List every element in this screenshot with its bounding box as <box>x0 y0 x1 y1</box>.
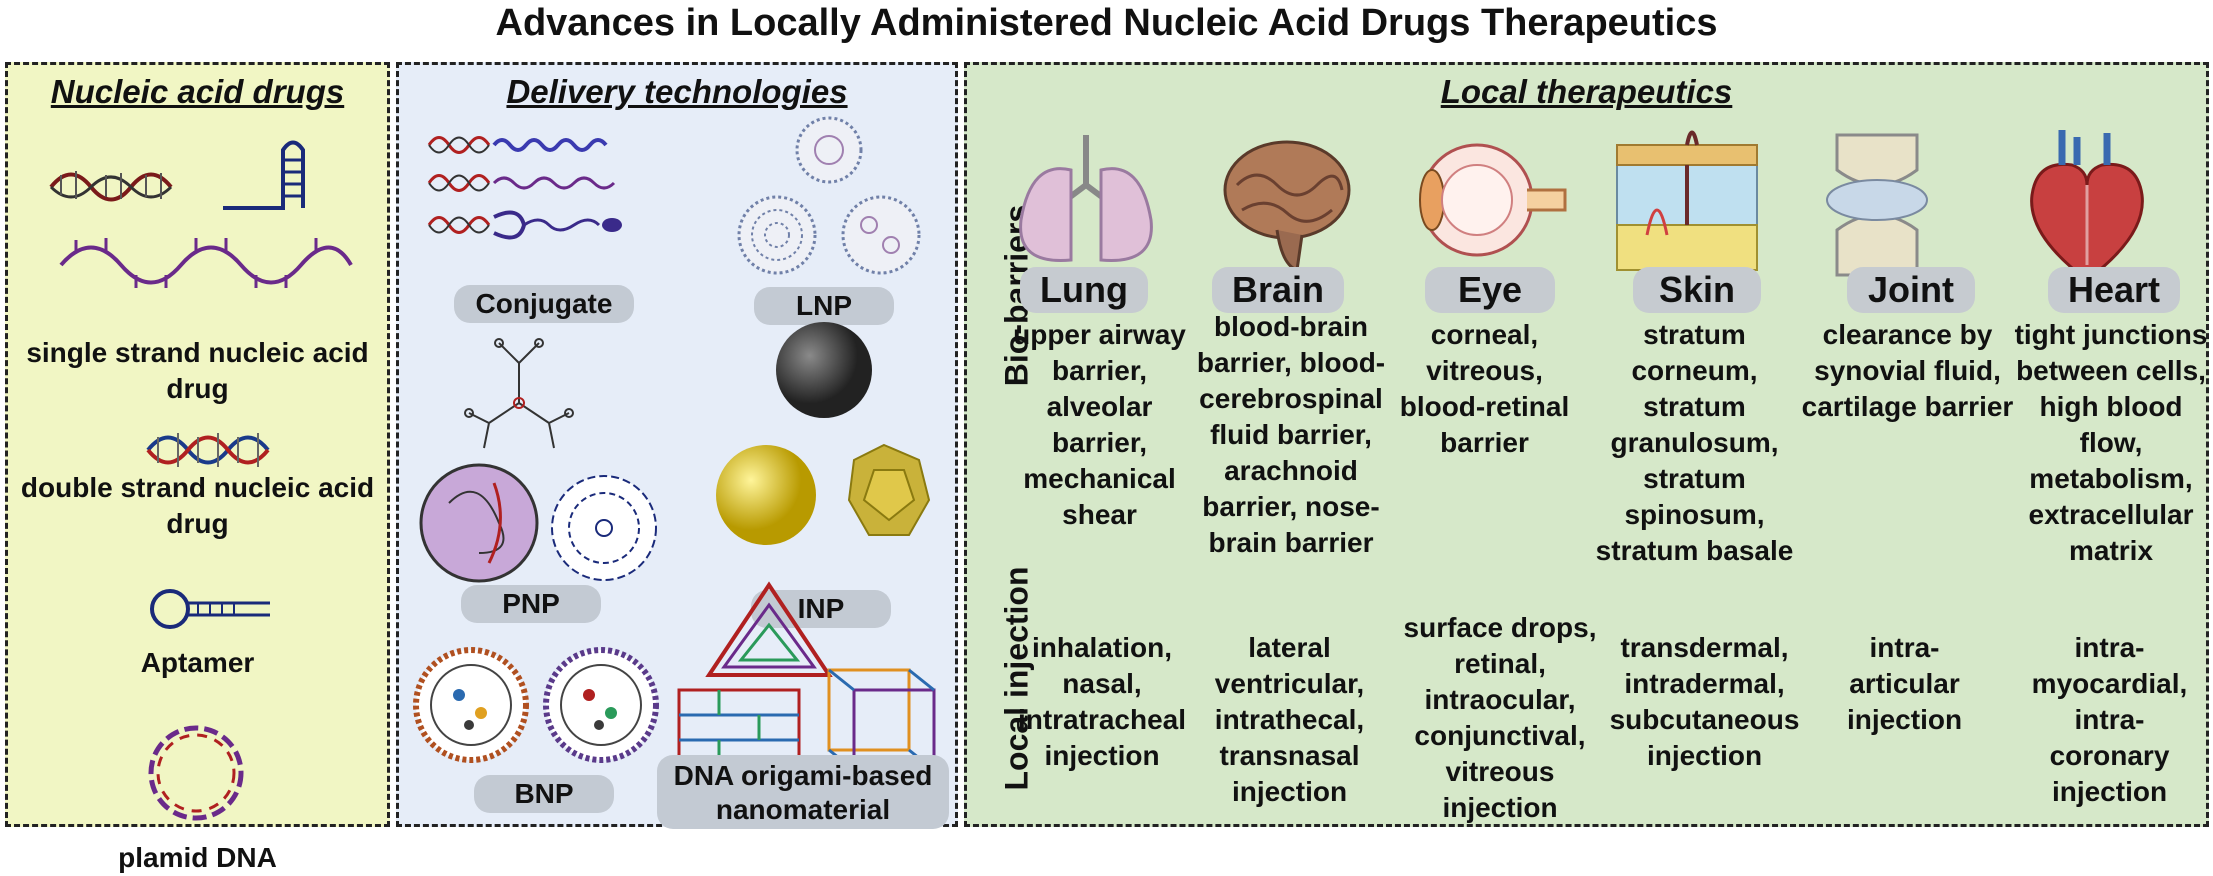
brain-injection: lateral ventricular, intrathecal, transn… <box>1214 632 1365 807</box>
panel-title-local-therapeutics: Local therapeutics <box>1440 73 1733 110</box>
heart-icon <box>2030 130 2144 282</box>
organ-name-skin: Skin <box>1633 267 1761 313</box>
eye-barriers: corneal, vitreous, blood-retinal barrier <box>1399 319 1570 458</box>
conjugate-icon <box>427 136 622 240</box>
panel-nucleic-acid-drugs: Nucleic acid drugs single strand nucleic… <box>5 62 390 873</box>
joint-icon <box>1826 133 1928 277</box>
panel-delivery-technologies: Delivery technologies Conjugate LNP <box>396 62 958 829</box>
eye-injection: surface drops, retinal, intraocular, con… <box>1403 612 1597 823</box>
bnp-label: BNP <box>474 775 614 813</box>
skin-barriers: stratum corneum, stratum granulosum, str… <box>1595 319 1794 566</box>
conjugate-label: Conjugate <box>454 285 634 323</box>
brain-barriers: blood-brain barrier, blood-cerebrospinal… <box>1196 311 1386 558</box>
skin-injection: transdermal, intradermal, subcutaneous i… <box>1609 632 1800 771</box>
panel-title-delivery-technologies: Delivery technologies <box>506 73 848 110</box>
lung-barriers: upper airway barrier, alveolar barrier, … <box>1013 319 1186 530</box>
heart-barriers: tight junctions between cells, high bloo… <box>2014 319 2208 566</box>
organ-name-heart: Heart <box>2048 267 2180 313</box>
pnp-label: PNP <box>461 585 601 623</box>
short-duplex-icon <box>49 171 173 202</box>
aptamer-icon <box>150 589 270 629</box>
skin-icon <box>1616 130 1758 271</box>
double-strand-label: double strand nucleic acid drug <box>20 472 375 539</box>
single-strand-icon <box>59 238 353 288</box>
bnp-icon <box>413 647 659 763</box>
organ-name-lung: Lung <box>1020 267 1148 313</box>
plasmid-icon <box>148 725 244 821</box>
pnp-icon <box>419 338 657 583</box>
organ-name-joint: Joint <box>1847 267 1975 313</box>
joint-injection: intra-articular injection <box>1846 632 1963 735</box>
panel-local-therapeutics: Local therapeutics Bio-barriers Local in… <box>964 62 2209 827</box>
figure-title: Advances in Locally Administered Nucleic… <box>495 2 1718 44</box>
plasmid-label: plamid DNA <box>118 842 277 873</box>
dna-origami-icon <box>677 581 936 772</box>
single-strand-label: single strand nucleic acid drug <box>26 337 369 404</box>
joint-barriers: clearance by synovial fluid, cartilage b… <box>1801 319 2014 422</box>
brain-icon <box>1223 140 1351 272</box>
dna-origami-label: DNA origami-based nanomaterial <box>657 755 949 829</box>
inp-icon <box>716 322 931 545</box>
double-strand-icon <box>146 433 270 467</box>
lung-icon <box>1019 135 1153 262</box>
lnp-icon <box>737 116 921 275</box>
heart-injection: intra-myocardial, intra-coronary injecti… <box>2031 632 2188 807</box>
lung-injection: inhalation, nasal, intratracheal injecti… <box>1017 632 1187 771</box>
aptamer-label: Aptamer <box>140 647 255 678</box>
organ-name-eye: Eye <box>1425 267 1555 313</box>
eye-icon <box>1419 143 1567 257</box>
hairpin-icon <box>223 140 305 210</box>
organ-name-brain: Brain <box>1212 267 1344 313</box>
panel-title-nucleic-acid-drugs: Nucleic acid drugs <box>50 73 345 110</box>
lnp-label: LNP <box>754 287 894 325</box>
